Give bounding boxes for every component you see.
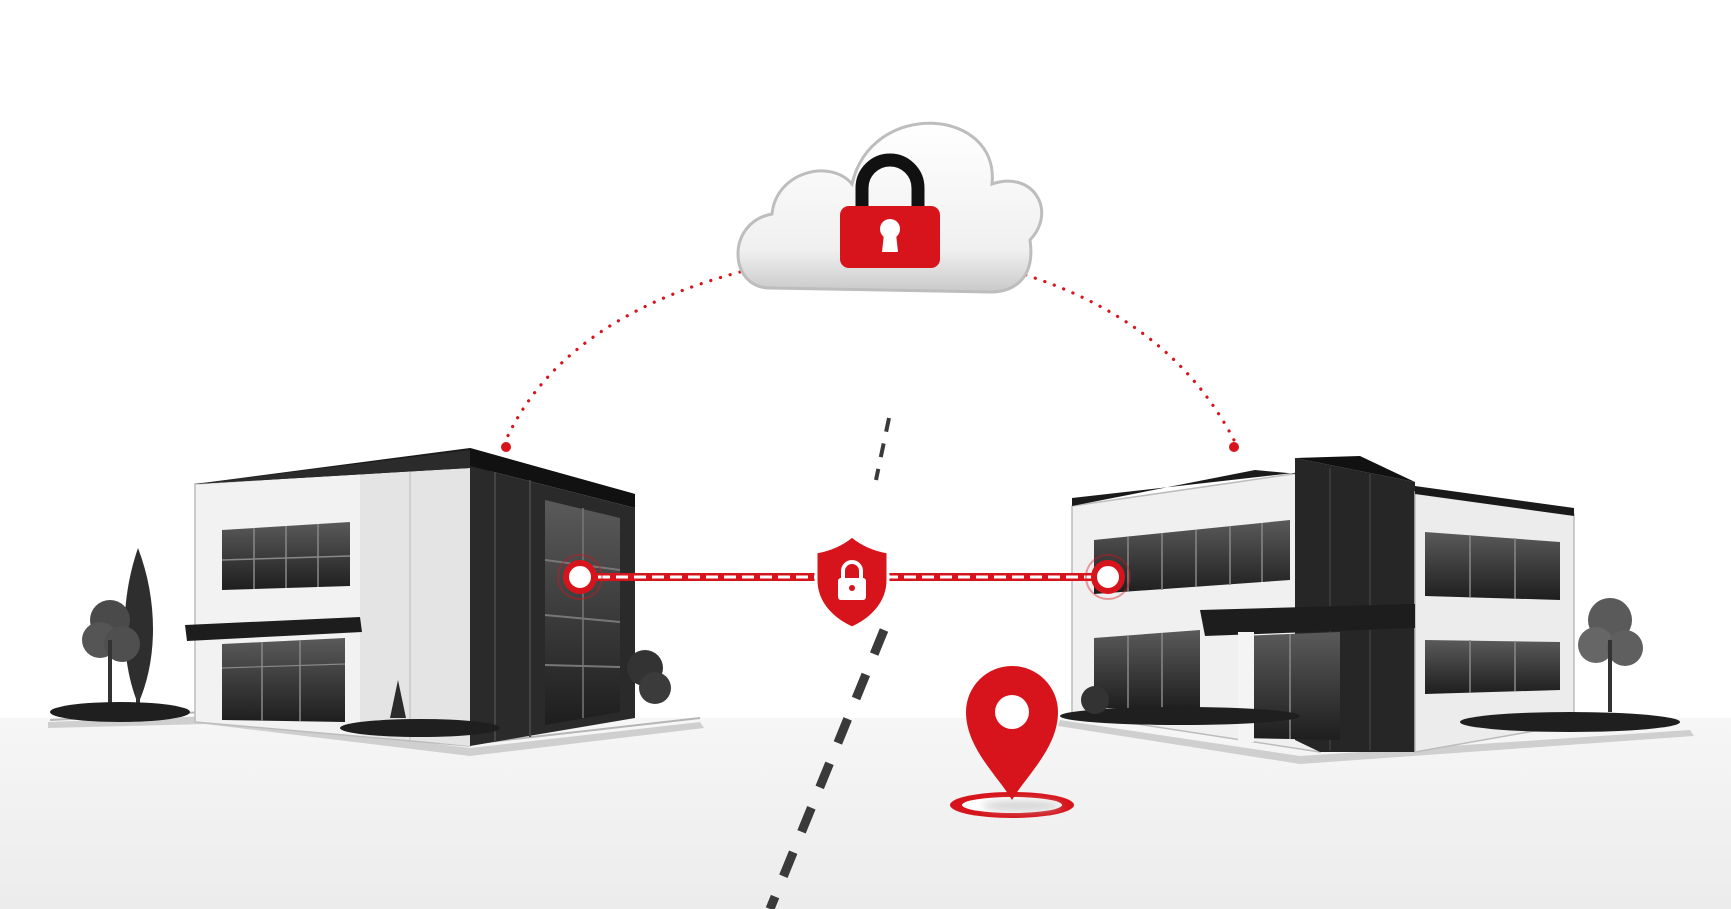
link-endpoint-right (1229, 442, 1239, 452)
right-building (1058, 456, 1694, 764)
shield-lock-icon (814, 534, 890, 630)
right-landscaping (1060, 598, 1680, 732)
road-center-line (765, 417, 891, 909)
cloud-link-right (1014, 270, 1236, 442)
cloud-lock-icon (736, 121, 1043, 294)
link-node-left (557, 554, 603, 600)
left-building (48, 448, 704, 756)
cloud-link-arcs (503, 270, 1236, 444)
link-endpoint-left (501, 442, 511, 452)
location-pin-icon (950, 666, 1074, 818)
cloud-link-left (503, 270, 742, 444)
link-node-right (1085, 554, 1131, 600)
left-landscaping (50, 548, 671, 737)
